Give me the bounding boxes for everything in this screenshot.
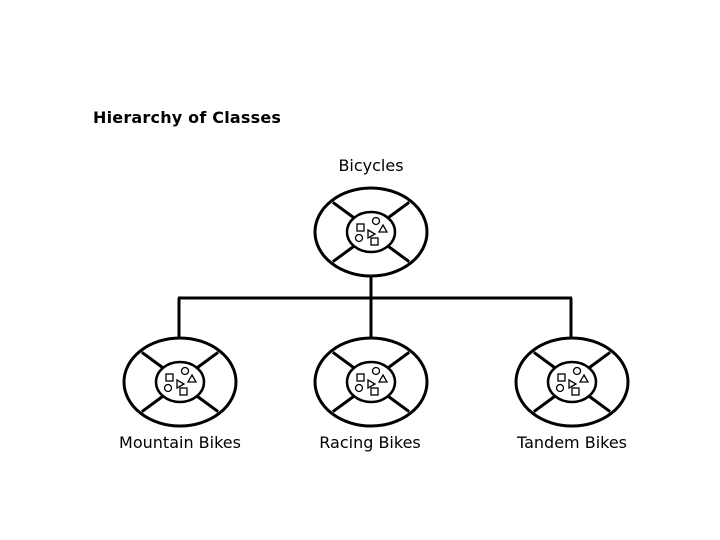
square-glyph xyxy=(370,237,379,246)
method-divider xyxy=(140,394,164,413)
square-glyph xyxy=(356,223,365,232)
method-divider xyxy=(196,351,220,370)
method-divider xyxy=(387,244,411,263)
circle-glyph xyxy=(572,366,582,376)
triangle-glyph xyxy=(367,378,377,390)
method-divider xyxy=(588,394,612,413)
square-glyph xyxy=(557,373,566,382)
method-divider xyxy=(331,351,355,370)
method-divider xyxy=(331,201,355,220)
diagram-title: Hierarchy of Classes xyxy=(93,108,282,127)
child-class-label-tandem: Tandem Bikes xyxy=(516,433,628,452)
square-glyph xyxy=(370,387,379,396)
root-class-label: Bicycles xyxy=(338,156,404,175)
square-glyph xyxy=(571,387,580,396)
triangle-glyph xyxy=(176,378,186,390)
square-glyph xyxy=(165,373,174,382)
circle-glyph xyxy=(371,366,381,376)
connector-lines xyxy=(177,276,573,343)
method-divider xyxy=(331,244,355,263)
circle-glyph xyxy=(555,383,565,393)
class-node-tandem xyxy=(514,336,630,428)
triangle-glyph xyxy=(377,373,389,383)
circle-glyph xyxy=(371,216,381,226)
method-divider xyxy=(331,394,355,413)
triangle-glyph xyxy=(578,373,590,383)
class-node-mountain xyxy=(122,336,238,428)
child-class-label-mountain: Mountain Bikes xyxy=(119,433,241,452)
method-divider xyxy=(532,351,556,370)
circle-glyph xyxy=(354,383,364,393)
child-class-label-racing: Racing Bikes xyxy=(319,433,421,452)
method-divider xyxy=(387,351,411,370)
triangle-glyph xyxy=(186,373,198,383)
method-divider xyxy=(532,394,556,413)
square-glyph xyxy=(179,387,188,396)
method-divider xyxy=(588,351,612,370)
circle-glyph xyxy=(180,366,190,376)
triangle-glyph xyxy=(367,228,377,240)
square-glyph xyxy=(356,373,365,382)
root-class-node xyxy=(313,186,429,278)
method-divider xyxy=(140,351,164,370)
class-node-racing xyxy=(313,336,429,428)
triangle-glyph xyxy=(568,378,578,390)
circle-glyph xyxy=(354,233,364,243)
circle-glyph xyxy=(163,383,173,393)
method-divider xyxy=(387,394,411,413)
triangle-glyph xyxy=(377,223,389,233)
method-divider xyxy=(196,394,220,413)
method-divider xyxy=(387,201,411,220)
